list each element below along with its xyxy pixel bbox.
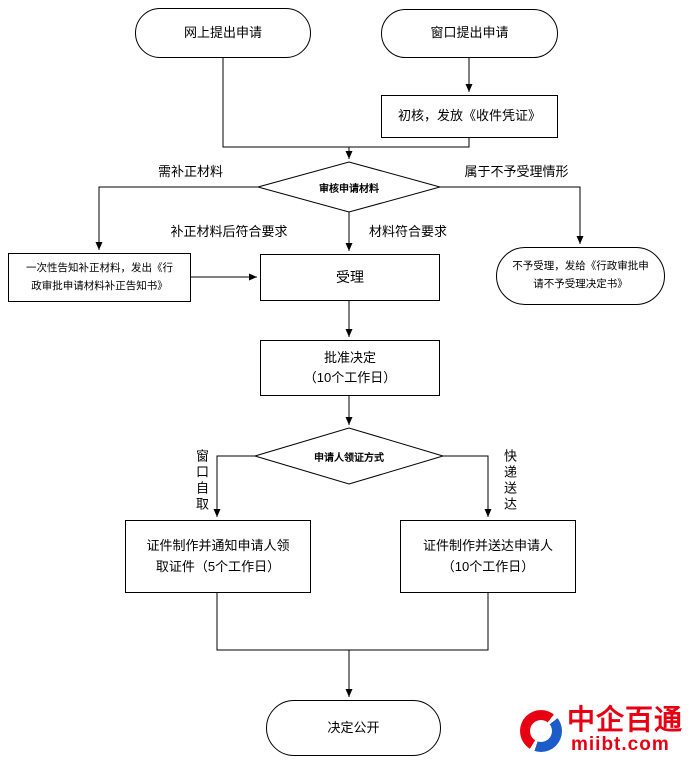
node-make-and-notify: 证件制作并通知申请人领 取证件（5个工作日）	[125, 520, 311, 593]
edge-window-to-merge	[216, 593, 349, 651]
node-reject-line1: 不予受理，发给《行政审批申	[512, 260, 649, 273]
node-notify-correction-line1: 一次性告知补正材料，发出《行	[26, 261, 173, 274]
edge-initialreview-to-review	[349, 138, 470, 148]
brand-watermark: 中企百通 miibt.com	[520, 705, 683, 756]
edge-label-materials-ok: 材料符合要求	[368, 224, 447, 239]
node-notify-correction-line2: 政审批申请材料补正告知书》	[31, 279, 168, 292]
node-approval-decision-line1: 批准决定	[323, 349, 376, 365]
edge-pickup-to-express	[443, 455, 492, 517]
edge-label-express-delivery: 快递送达	[502, 449, 517, 513]
decision-review-materials-shape	[256, 161, 442, 213]
node-make-and-deliver-line1: 证件制作并送达申请人	[422, 538, 553, 554]
miibt-logo-icon	[520, 709, 562, 752]
edge-label-window-pickup: 窗口自取	[194, 449, 209, 513]
decision-review-materials-label: 审核申请材料	[319, 184, 379, 195]
edge-label-need-correction: 需补正材料	[157, 164, 223, 179]
brand-text-block: 中企百通 miibt.com	[567, 705, 683, 756]
node-notify-correction: 一次性告知补正材料，发出《行 政审批申请材料补正告知书》	[8, 253, 191, 302]
node-make-and-deliver-line2: （10个工作日）	[441, 558, 535, 574]
node-approval-decision-line2: （10个工作日）	[303, 370, 397, 385]
edge-review-to-notifycorrection	[95, 186, 258, 250]
node-apply-window: 窗口提出申请	[381, 9, 558, 58]
node-approval-decision: 批准决定 （10个工作日）	[260, 340, 440, 396]
node-apply-online: 网上提出申请	[135, 8, 311, 58]
brand-name: 中企百通	[567, 704, 684, 735]
node-publish-decision: 决定公开	[266, 700, 441, 756]
node-reject-line2: 请不予受理决定书》	[533, 278, 628, 290]
decision-pickup-method-shape	[253, 427, 445, 485]
decision-pickup-method-label: 申请人领证方式	[314, 453, 384, 464]
edge-review-to-reject	[440, 186, 584, 244]
brand-domain: miibt.com	[571, 734, 670, 756]
edge-online-to-review	[222, 58, 349, 148]
node-make-and-notify-line2: 取证件（5个工作日）	[155, 558, 281, 574]
node-reject: 不予受理，发给《行政审批申 请不予受理决定书》	[496, 247, 665, 305]
edge-pickup-to-window	[213, 455, 255, 517]
edge-label-not-acceptable: 属于不予受理情形	[464, 164, 569, 179]
edge-label-corrected-ok: 补正材料后符合要求	[170, 224, 288, 239]
node-accept: 受理	[260, 254, 440, 301]
node-make-and-deliver: 证件制作并送达申请人 （10个工作日）	[400, 520, 576, 593]
node-initial-review: 初核，发放《收件凭证》	[381, 95, 558, 138]
edge-express-to-merge	[349, 593, 489, 651]
node-make-and-notify-line1: 证件制作并通知申请人领	[146, 538, 290, 554]
